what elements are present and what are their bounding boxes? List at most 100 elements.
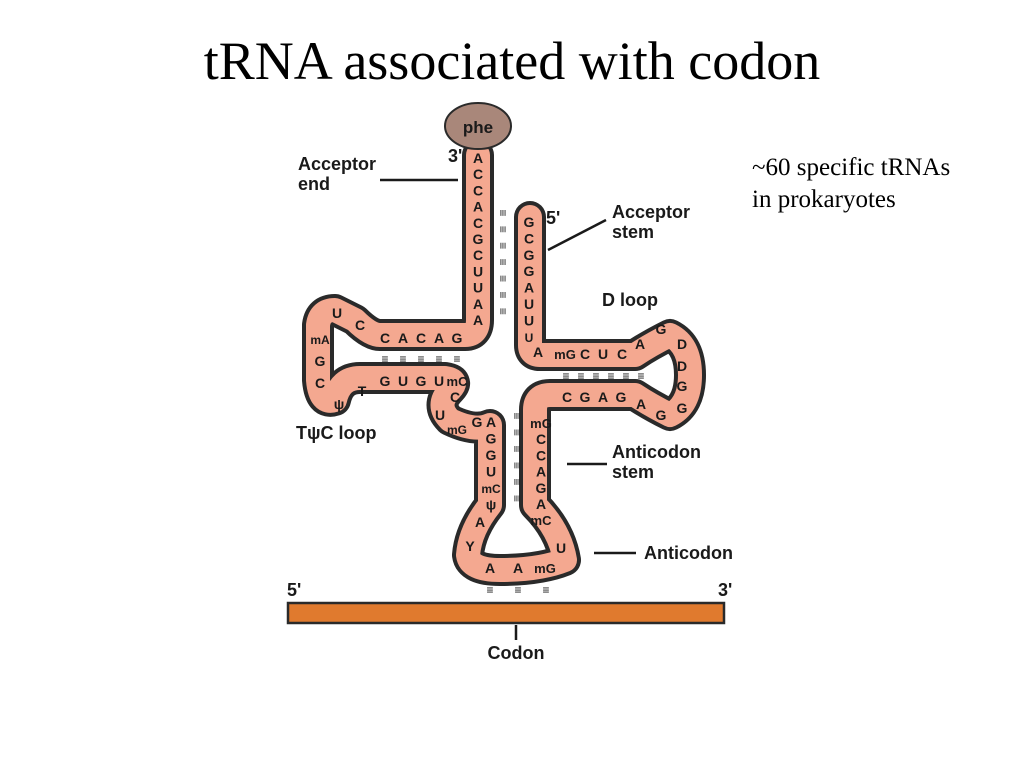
nucleotide: A xyxy=(524,280,534,296)
nucleotide: G xyxy=(472,414,483,430)
nucleotide: C xyxy=(380,330,390,346)
nucleotide: mG xyxy=(447,423,467,437)
base-pair-bond: ≡ xyxy=(486,583,493,597)
nucleotide: C xyxy=(315,375,325,391)
nucleotide: U xyxy=(434,373,444,389)
nucleotide: U xyxy=(435,407,445,423)
nucleotide: U xyxy=(486,464,496,480)
nucleotide: U xyxy=(525,331,534,345)
nucleotide: G xyxy=(486,447,497,463)
base-pair-bond: ≡ xyxy=(607,369,614,383)
nucleotide: A xyxy=(473,296,483,312)
nucleotide: C xyxy=(536,431,546,447)
nucleotide: ψ xyxy=(334,396,345,412)
nucleotide: C xyxy=(473,215,483,231)
nucleotide: U xyxy=(473,263,483,279)
nucleotide: U xyxy=(332,305,342,321)
trna-count-note: ~60 specific tRNAs in prokaryotes xyxy=(752,152,950,216)
nucleotide: A xyxy=(533,344,543,360)
base-pair-bond: ≡ xyxy=(637,369,644,383)
amino-acid-circle xyxy=(444,102,512,150)
base-pair-bond: ≡ xyxy=(453,352,460,366)
nucleotide: C xyxy=(536,447,546,463)
trna-5prime-label: 5' xyxy=(546,208,560,228)
page-title: tRNA associated with codon xyxy=(203,31,821,91)
anticodon-stem-label-line2: stem xyxy=(612,462,654,482)
nucleotide: G xyxy=(473,231,484,247)
nucleotide: G xyxy=(580,389,591,405)
nucleotide: C xyxy=(473,247,483,263)
base-pair-bond: ≡ xyxy=(510,462,524,469)
nucleotide: A xyxy=(473,199,483,215)
base-pair-bond: ≡ xyxy=(496,242,510,249)
nucleotide: C xyxy=(416,330,426,346)
nucleotide: G xyxy=(416,373,427,389)
tpsic-loop-label: TψC loop xyxy=(296,423,377,443)
nucleotide: A xyxy=(398,330,408,346)
nucleotide: U xyxy=(524,312,534,328)
nucleotide: C xyxy=(355,317,365,333)
nucleotide: U xyxy=(473,280,483,296)
nucleotide: A xyxy=(636,396,646,412)
nucleotide: C xyxy=(617,346,627,362)
nucleotide: G xyxy=(452,330,463,346)
trna-3prime-label: 3' xyxy=(448,146,462,166)
d-loop-label: D loop xyxy=(602,290,658,310)
nucleotide: G xyxy=(677,378,688,394)
nucleotide: mC xyxy=(481,482,501,496)
nucleotide: G xyxy=(524,214,535,230)
nucleotide: mG xyxy=(534,561,556,576)
base-pair-bond: ≡ xyxy=(577,369,584,383)
base-pair-bond: ≡ xyxy=(562,369,569,383)
nucleotide: C xyxy=(473,182,483,198)
note-line-1: ~60 specific tRNAs xyxy=(752,154,951,181)
nucleotide: A xyxy=(485,560,495,576)
anticodon-stem-label-line1: Anticodon xyxy=(612,442,701,462)
trna-backbone-body xyxy=(306,143,702,582)
base-pair-bond: ≡ xyxy=(510,429,524,436)
mrna-3prime-label: 3' xyxy=(718,580,732,600)
nucleotide: A xyxy=(473,312,483,328)
nucleotide: U xyxy=(556,540,566,556)
base-pair-bond: ≡ xyxy=(496,226,510,233)
nucleotide: C xyxy=(473,166,483,182)
nucleotide: C xyxy=(450,389,460,405)
nucleotide: G xyxy=(524,263,535,279)
codon-label: Codon xyxy=(488,643,545,663)
base-pair-bond: ≡ xyxy=(496,291,510,298)
nucleotide: G xyxy=(380,373,391,389)
mrna-strand xyxy=(286,601,726,625)
nucleotide: Y xyxy=(465,538,475,554)
base-pair-layer: ≡≡≡≡≡≡≡≡≡≡≡≡≡≡≡≡≡≡≡≡≡≡≡≡≡≡≡ xyxy=(381,209,644,597)
nucleotide: G xyxy=(524,247,535,263)
nucleotide: ψ xyxy=(486,497,497,513)
nucleotide: A xyxy=(598,389,608,405)
acceptor-end-label-line2: end xyxy=(298,174,330,194)
nucleotide: A xyxy=(473,150,483,166)
acceptor-stem-label-line1: Acceptor xyxy=(612,202,690,222)
base-pair-bond: ≡ xyxy=(381,352,388,366)
nucleotide: A xyxy=(475,514,485,530)
nucleotide: U xyxy=(398,373,408,389)
nucleotide: mC xyxy=(531,513,553,528)
acceptor-stem-leader xyxy=(547,218,607,252)
nucleotide: G xyxy=(677,400,688,416)
nucleotide: G xyxy=(536,480,547,496)
nucleotide: mG xyxy=(554,347,576,362)
nucleotide: G xyxy=(486,431,497,447)
nucleotide: A xyxy=(536,496,546,512)
nucleotide: G xyxy=(616,389,627,405)
nucleotide: mC xyxy=(447,374,469,389)
base-pair-bond: ≡ xyxy=(592,369,599,383)
nucleotide: D xyxy=(677,358,687,374)
base-pair-bond: ≡ xyxy=(496,308,510,315)
nucleotide: A xyxy=(486,414,496,430)
base-pair-bond: ≡ xyxy=(496,209,510,216)
nucleotide: A xyxy=(536,464,546,480)
base-pair-bond: ≡ xyxy=(417,352,424,366)
nucleotide: T xyxy=(358,383,367,399)
base-pair-bond: ≡ xyxy=(496,259,510,266)
nucleotide: U xyxy=(598,346,608,362)
amino-acid-label: phe xyxy=(463,118,493,137)
